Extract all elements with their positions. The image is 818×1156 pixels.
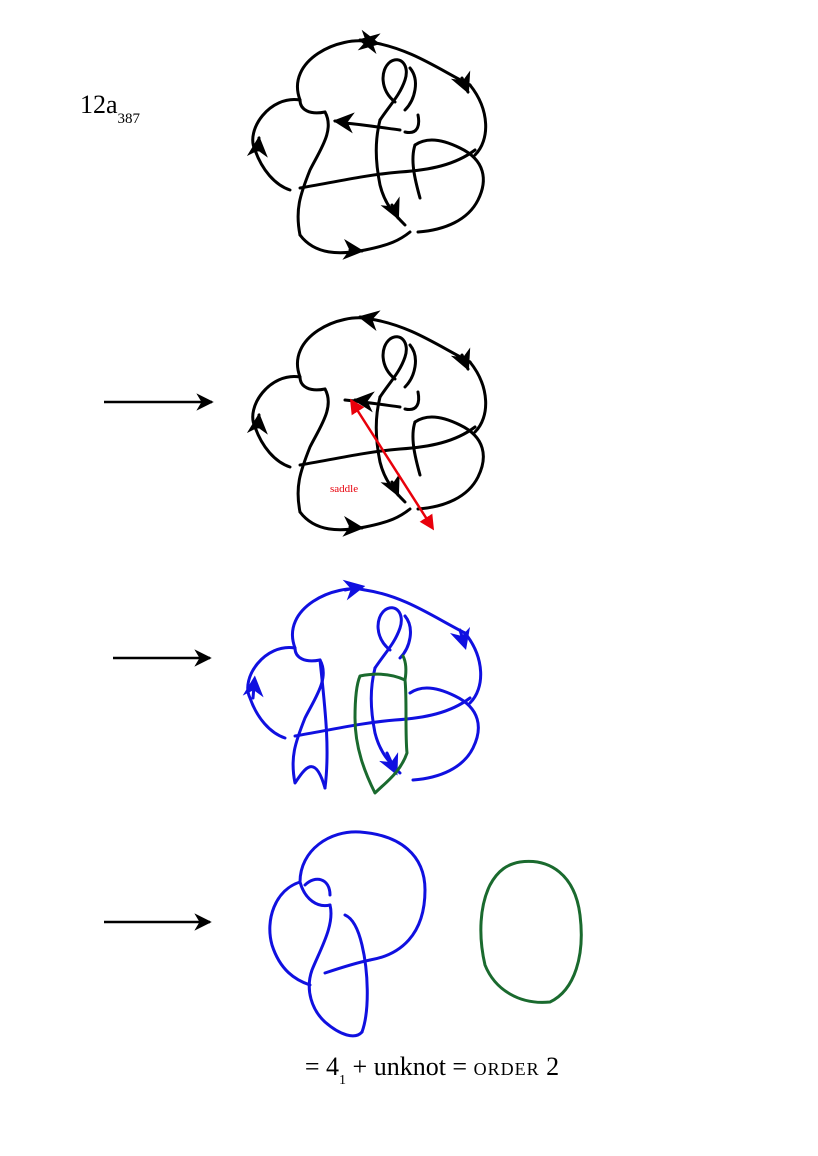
result-prefix: = 4 xyxy=(304,1052,340,1081)
knot-diagram-after-saddle xyxy=(242,579,483,795)
saddle-label: saddle xyxy=(330,483,358,495)
knot-diagram-with-saddle xyxy=(246,310,488,537)
figure-eight-knot-component xyxy=(268,830,427,1038)
result-order-value: 2 xyxy=(539,1052,560,1081)
knot-name-main: 12a xyxy=(80,90,118,119)
unknot-component xyxy=(479,859,583,1004)
result-middle: + unknot = xyxy=(346,1052,474,1081)
knot-name-subscript: 387 xyxy=(117,111,141,128)
result-order-word: order xyxy=(473,1052,540,1081)
result-equation: = 41 + unknot = order 2 xyxy=(0,1052,818,1089)
knot-diagram-original xyxy=(246,29,488,260)
saddle-move-indicator: saddle xyxy=(330,398,435,531)
result-subscript: 1 xyxy=(339,1073,347,1089)
knot-name-label: 12a387 xyxy=(80,90,141,128)
